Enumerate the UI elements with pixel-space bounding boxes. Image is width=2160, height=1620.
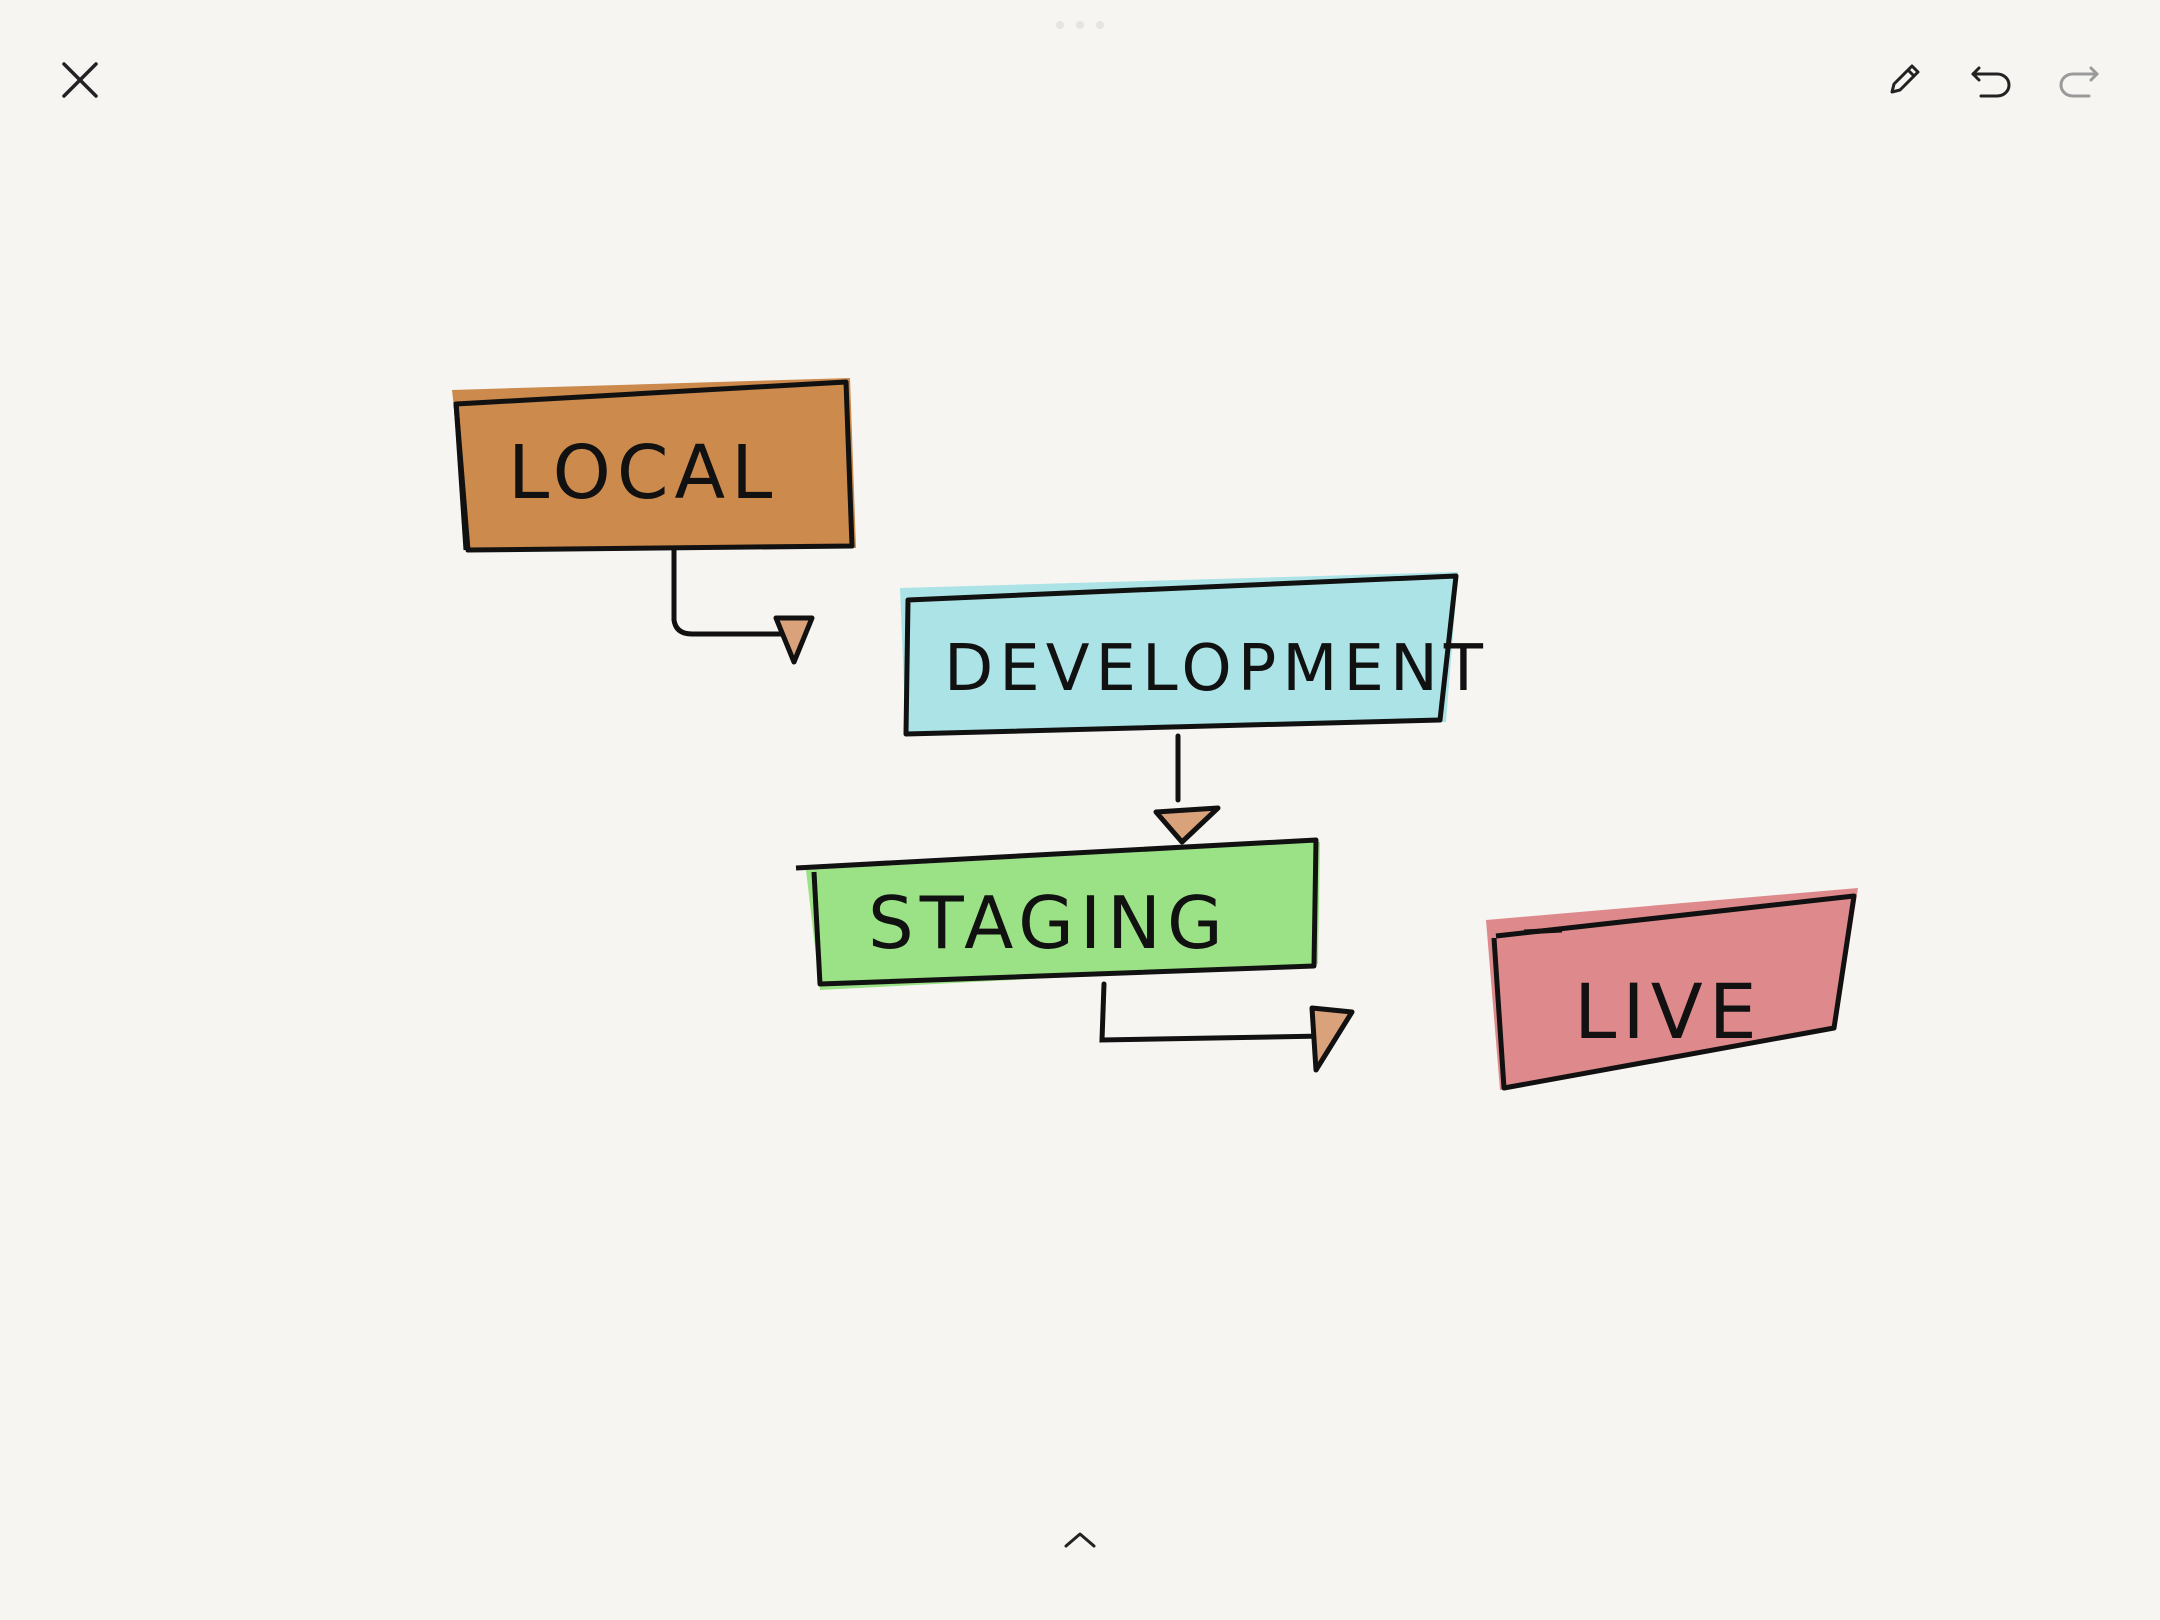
page-dot [1076,21,1084,29]
close-icon [62,62,98,98]
node-local-label: LOCAL [508,430,778,516]
node-live: LIVE [1486,888,1858,1091]
node-staging: STAGING [795,837,1320,990]
close-button[interactable] [48,48,112,112]
node-live-label: LIVE [1574,967,1763,1056]
node-local: LOCAL [452,378,856,553]
arrow-local-to-development [671,545,815,665]
redo-button[interactable] [2047,48,2111,112]
pencil-icon [1890,64,1920,94]
node-development: DEVELOPMENT [900,572,1489,737]
page-dot [1096,21,1104,29]
node-development-label: DEVELOPMENT [944,632,1489,706]
undo-icon [1971,66,2011,98]
page-indicator-dots [1056,20,1104,30]
node-staging-label: STAGING [868,881,1229,965]
undo-button[interactable] [1959,48,2023,112]
redo-icon [2059,66,2099,98]
expand-toolbar-button[interactable] [1048,1508,1112,1572]
pencil-button[interactable] [1872,48,1936,112]
arrow-development-to-staging [1153,733,1221,845]
chevron-up-icon [1064,1532,1096,1548]
arrow-staging-to-live [1099,981,1355,1073]
page-dot [1056,21,1064,29]
